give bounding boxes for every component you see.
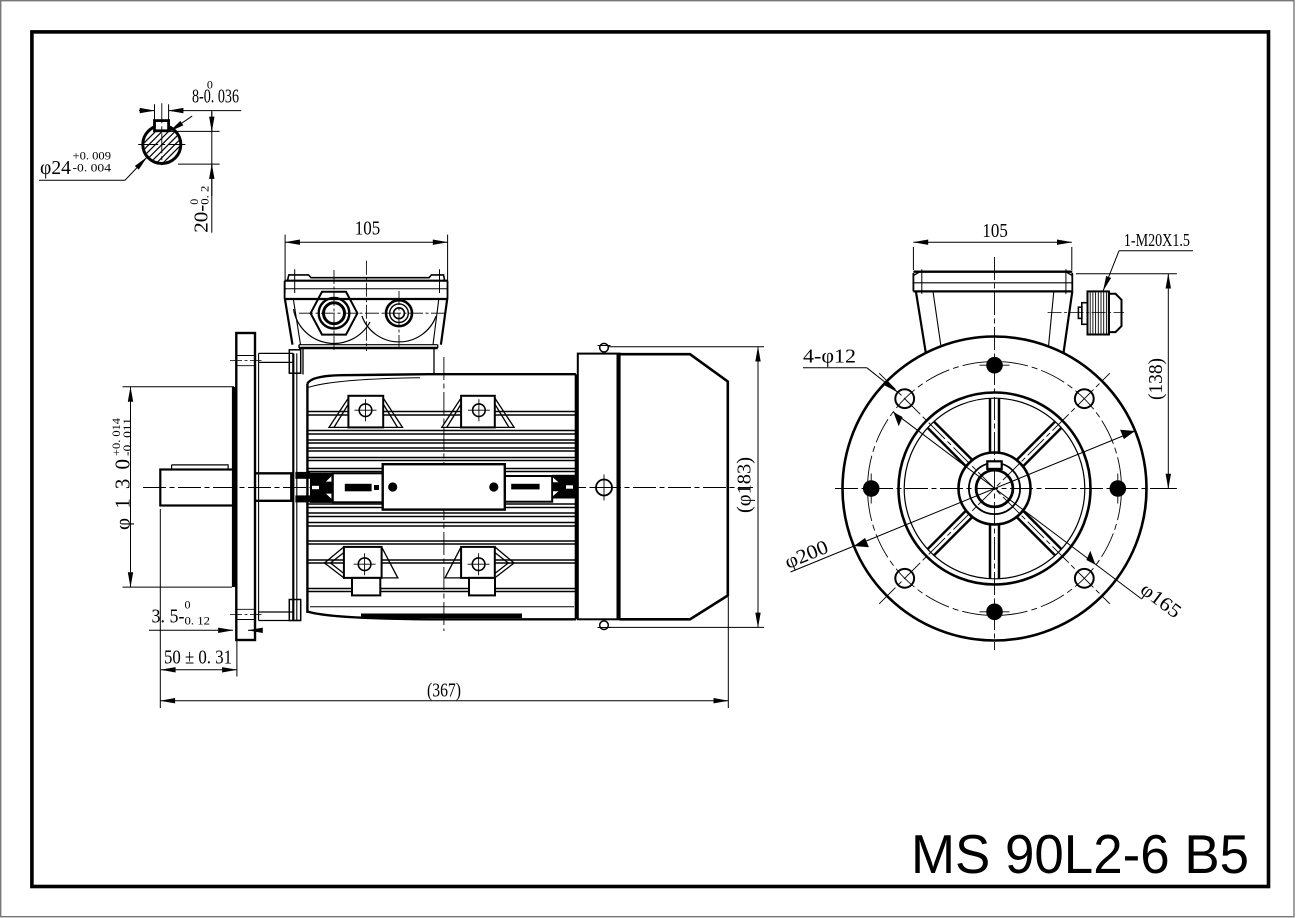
svg-text:-0. 011: -0. 011 (120, 418, 134, 456)
svg-text:0: 0 (207, 78, 213, 92)
svg-text:0. 12: 0. 12 (185, 614, 211, 628)
svg-text:0: 0 (185, 598, 191, 612)
svg-text:-0. 004: -0. 004 (73, 161, 112, 175)
svg-text:0: 0 (187, 199, 201, 205)
svg-text:20-: 20- (191, 205, 213, 233)
svg-text:105: 105 (355, 218, 380, 240)
svg-text:MS 90L2-6 B5: MS 90L2-6 B5 (911, 823, 1249, 885)
svg-text:4-φ12: 4-φ12 (803, 346, 856, 368)
svg-text:(φ183): (φ183) (734, 457, 756, 513)
svg-text:3. 5-: 3. 5- (152, 606, 185, 628)
svg-text:50 ± 0. 31: 50 ± 0. 31 (164, 647, 232, 669)
svg-text:(367): (367) (427, 680, 461, 702)
svg-text:+0. 009: +0. 009 (73, 149, 112, 163)
svg-text:0. 2: 0. 2 (198, 186, 212, 205)
svg-text:8-0. 036: 8-0. 036 (192, 86, 239, 108)
svg-text:105: 105 (982, 220, 1007, 242)
svg-text:+0. 014: +0. 014 (109, 418, 123, 456)
svg-text:φ24: φ24 (40, 157, 71, 179)
svg-text:1-M20X1.5: 1-M20X1.5 (1124, 230, 1190, 250)
svg-text:(138): (138) (1145, 358, 1167, 400)
